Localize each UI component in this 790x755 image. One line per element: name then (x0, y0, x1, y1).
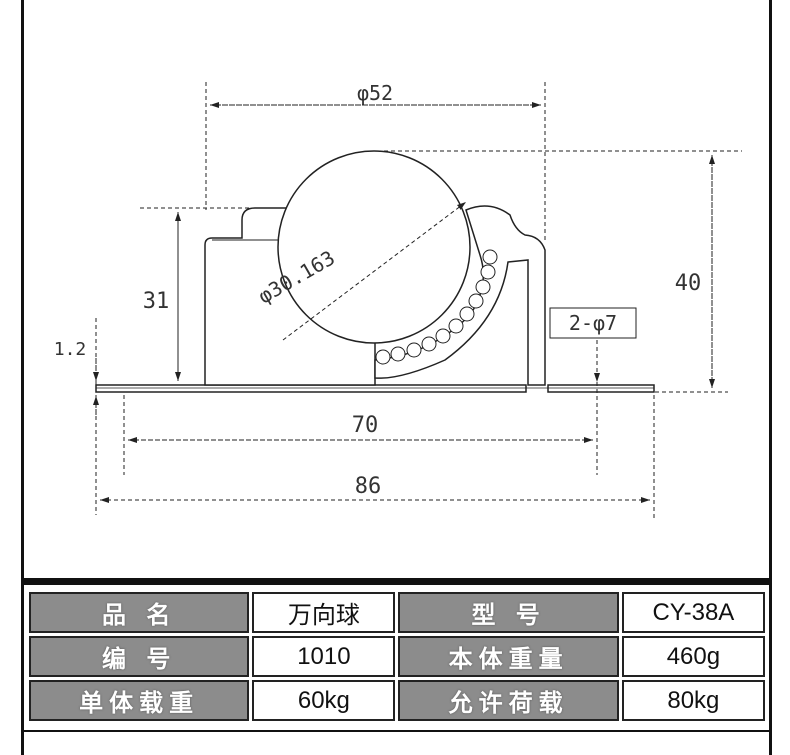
dim-hole-spacing: 70 (352, 413, 379, 438)
label-product-name: 品 名 (29, 592, 250, 633)
value-unit-load: 60kg (252, 680, 396, 721)
table-top-bar (21, 578, 772, 585)
value-weight: 460g (621, 636, 765, 677)
table-row: 品 名 万向球 型 号 CY-38A (29, 592, 765, 633)
label-model: 型 号 (398, 592, 619, 633)
label-code: 编 号 (29, 636, 250, 677)
ball (277, 150, 471, 344)
table-bottom-line (21, 730, 772, 732)
spec-table: 品 名 万向球 型 号 CY-38A 编 号 1010 本体重量 460g 单体… (26, 589, 768, 724)
label-weight: 本体重量 (398, 636, 619, 677)
label-allowed-load: 允许荷载 (398, 680, 619, 721)
value-allowed-load: 80kg (621, 680, 765, 721)
dim-top-diameter: φ52 (357, 81, 393, 105)
value-model: CY-38A (621, 592, 765, 633)
dim-total-height: 40 (675, 271, 702, 296)
table-row: 单体载重 60kg 允许荷载 80kg (29, 680, 765, 721)
label-unit-load: 单体载重 (29, 680, 250, 721)
drawing-frame (21, 0, 772, 755)
value-code: 1010 (252, 636, 396, 677)
dim-hole-spec: 2-φ7 (569, 311, 617, 335)
technical-drawing: φ52 φ30.163 40 31 1.2 2-φ7 70 86 (54, 81, 742, 518)
dimension-arrows (93, 102, 715, 503)
dim-base-length: 86 (355, 474, 382, 499)
base-plate (95, 384, 655, 393)
dim-body-height: 31 (143, 289, 170, 314)
bearing-balls (375, 249, 498, 365)
value-product-name: 万向球 (252, 592, 396, 633)
table-row: 编 号 1010 本体重量 460g (29, 636, 765, 677)
dim-flange-thickness: 1.2 (54, 339, 87, 360)
hole-spec-box (549, 307, 637, 339)
